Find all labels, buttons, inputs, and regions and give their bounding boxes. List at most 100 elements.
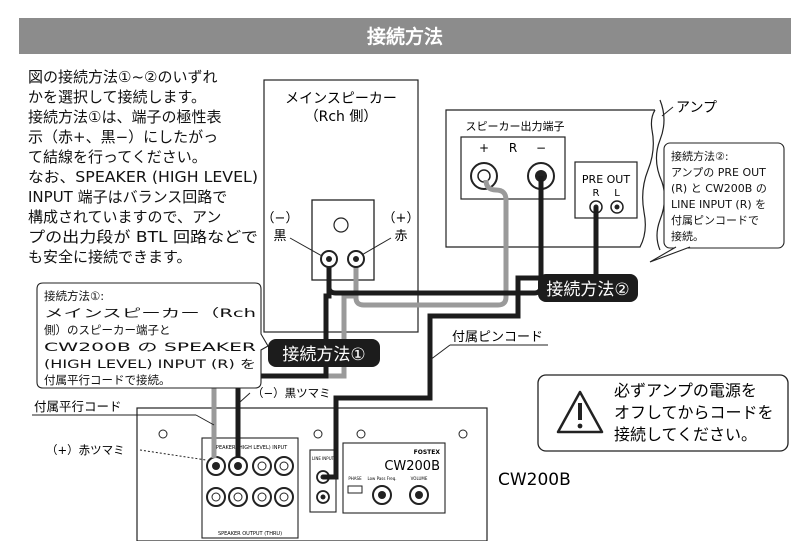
sub-knob-core: [234, 462, 242, 470]
black-knob-label: （−）黒ツマミ: [252, 386, 331, 400]
main-speaker-label: メインスピーカー: [285, 91, 397, 107]
sub-knob-core: [257, 461, 267, 471]
sub-knob-core: [212, 462, 220, 470]
sub-volume-label: VOLUME: [411, 476, 428, 481]
method1-note-text: 接続方法①: メインスピーカー（Rch 側）のスピーカー端子と CW200B の…: [44, 289, 256, 387]
sub-screw: [458, 429, 468, 439]
method2-note-line: 接続。: [671, 229, 704, 243]
volume-knob-core: [415, 491, 423, 499]
sub-screw: [356, 429, 366, 439]
method2-note-line: 接続方法②:: [671, 149, 729, 163]
method1-note-line: 付属平行コードで接続。: [44, 373, 171, 387]
method1-note-line: 側）のスピーカー端子と: [44, 323, 171, 337]
phase-switch: [347, 485, 363, 494]
title-bar: [19, 18, 791, 54]
method1-badge-label: 接続方法①: [282, 345, 365, 365]
method1-note-line: メインスピーカー（Rch: [44, 306, 256, 320]
sub-knob-core: [279, 461, 289, 471]
intro-line: 接続方法①は、端子の極性表: [28, 108, 221, 126]
amp-minus: −: [536, 141, 546, 155]
speaker-neg-terminal-core: [326, 256, 332, 262]
intro-line: かを選択して接続します。: [28, 88, 206, 106]
intro-line: 図の接続方法①~②のいずれ: [28, 68, 217, 86]
intro-line: 構成されていますので、アン: [28, 208, 221, 226]
method1-badge: [268, 339, 380, 367]
method1-note-box: [36, 282, 269, 389]
method1-note-line: CW200B の SPEAKER: [44, 340, 256, 354]
red-knob-leader: [139, 449, 207, 461]
sub-panel-model: CW200B: [384, 459, 440, 474]
warning-line1: 必ずアンプの電源を: [614, 381, 757, 400]
preout-r: R: [593, 188, 600, 199]
amp-break-line: [655, 99, 666, 251]
warning-icon-bar: [578, 403, 582, 420]
speaker-terminal-plate: [311, 199, 375, 281]
cable-gray-amp: [353, 179, 509, 308]
black-knob-leader: [239, 392, 251, 403]
neg-sign: （−）: [262, 211, 299, 226]
pos-leader: [359, 237, 392, 257]
parallel-cord-label: 付属平行コード: [34, 399, 122, 414]
preout-l-jack-core: [614, 204, 620, 210]
sub-line-input-label: LINE INPUT: [312, 456, 335, 461]
sub-spk-output-label: SPEAKER OUTPUT (THRU): [218, 531, 282, 537]
sub-phase-label: PHASE: [348, 476, 362, 481]
intro-line: て結線を行ってください。: [28, 148, 207, 166]
amp-label: アンプ: [676, 100, 717, 116]
method1-note-line: 接続方法①:: [44, 289, 104, 303]
spk-out-label: スピーカー出力端子: [466, 119, 565, 133]
terminal-screw: [333, 217, 349, 233]
method2-note-text: 接続方法②: アンプの PRE OUT (R) と CW200B の LINE …: [671, 149, 767, 243]
speaker-pos-terminal-core: [353, 256, 359, 262]
intro-line: プの出力段が BTL 回路などで: [28, 228, 258, 246]
main-speaker-channel: （Rch 側）: [305, 109, 378, 125]
pin-cord-label: 付属ピンコード: [452, 330, 543, 345]
method2-note-line: 付属ピンコードで: [671, 214, 759, 227]
sub-spk-input-label: SPEAKER (HIGH LEVEL) INPUT: [213, 445, 288, 451]
sub-knob-core: [211, 492, 221, 502]
lowpass-knob-core: [378, 491, 386, 499]
method2-note-box: [663, 142, 785, 249]
method2-note-line: LINE INPUT (R) を: [671, 198, 766, 211]
pin-cord-leader: [429, 344, 451, 361]
method1-note-line: (HIGH LEVEL) INPUT (R) を: [44, 357, 256, 371]
pos-color: 赤: [394, 229, 407, 244]
method2-note-line: (R) と CW200B の: [671, 182, 767, 195]
method2-note-pointer: [649, 246, 691, 263]
method2-badge: [538, 274, 638, 302]
pos-sign: （+）: [383, 211, 420, 226]
intro-line: なお、SPEAKER (HIGH LEVEL): [28, 168, 258, 186]
intro-text: 図の接続方法①~②のいずれ かを選択して接続します。 接続方法①は、端子の極性表…: [28, 68, 258, 266]
preout-l: L: [614, 188, 620, 199]
page-title: 接続方法: [367, 25, 443, 48]
method2-note-line: アンプの PRE OUT: [671, 166, 766, 179]
sub-screw: [158, 429, 168, 439]
amp-r: R: [509, 141, 517, 155]
sub-knob-core: [233, 492, 243, 502]
sub-line-in-l-jack-core: [320, 494, 326, 500]
sub-screw: [313, 429, 323, 439]
red-knob-label: （+）赤ツマミ: [46, 443, 125, 457]
amp-label-leader: [661, 106, 674, 117]
sub-brand: FOSTEX: [414, 449, 441, 456]
preout-panel: [574, 161, 638, 219]
sub-lowpass-label: Low Pass Freq.: [367, 476, 396, 481]
amp-plus: +: [479, 141, 489, 155]
method2-badge-label: 接続方法②: [546, 280, 629, 300]
sub-knobs: [206, 456, 294, 507]
neg-leader: [289, 237, 323, 257]
warning-line2: オフしてからコードを: [614, 403, 774, 422]
intro-line: 示（赤+、黒−）にしたがっ: [28, 128, 218, 146]
intro-line: も安全に接続できます。: [28, 248, 192, 266]
warning-icon-dot: [577, 423, 583, 429]
neg-color: 黒: [273, 229, 286, 244]
sub-model-label: CW200B: [498, 470, 571, 490]
intro-line: INPUT 端子はバランス回路で: [28, 188, 227, 206]
parallel-cord-leader: [195, 414, 215, 426]
sub-knob-core: [257, 492, 267, 502]
preout-label: PRE OUT: [582, 173, 630, 186]
sub-control-panel: [342, 442, 446, 514]
warning-line3: 接続してください。: [614, 425, 757, 444]
sub-knob-core: [279, 492, 289, 502]
